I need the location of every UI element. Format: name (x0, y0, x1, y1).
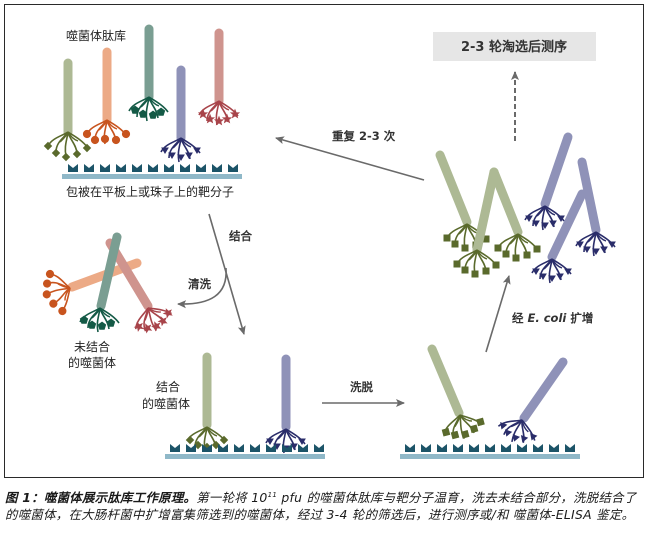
caption-body-part2: pfu 的噬菌体肽库与靶分子温育，洗去未结合部分，洗脱结合了的噬菌体，在大肠杆菌… (5, 490, 637, 523)
target-coated-label: 包被在平板上或珠子上的靶分子 (66, 184, 234, 199)
caption-title: 图 1：噬菌体展示肽库工作原理。 (5, 490, 197, 506)
phage-green-library (44, 58, 91, 161)
phage-rose-library (198, 28, 240, 126)
bound-label-line2: 的噬菌体 (142, 396, 190, 411)
target-plate-eluted (400, 444, 580, 459)
elution-label: 洗脱 (350, 380, 373, 394)
figure-caption: 图 1：噬菌体展示肽库工作原理。第一轮将 1011 pfu 的噬菌体肽库与靶分子… (5, 487, 645, 523)
repeat-arrow (275, 136, 425, 181)
repeat-label: 重复 2-3 次 (332, 129, 396, 143)
unbound-label-line1: 未结合 (74, 339, 110, 354)
wash-label: 清洗 (188, 277, 211, 291)
amplification-label: 经 E. coli 扩增 (512, 311, 593, 325)
amplified-phages (435, 132, 616, 284)
sequencing-box: 2-3 轮淘选后测序 (433, 32, 596, 61)
bound-label-line1: 结合 (156, 379, 180, 394)
sequencing-label: 2-3 轮淘选后测序 (461, 39, 567, 55)
binding-label: 结合 (228, 229, 252, 243)
target-plate-bound (165, 444, 325, 459)
wash-arrow (177, 267, 227, 309)
target-plate-top (62, 164, 242, 179)
phage-salmon-library (82, 47, 131, 145)
caption-body-part1: 第一轮将 10 (196, 490, 268, 506)
unbound-label-line2: 的噬菌体 (68, 355, 116, 370)
eluted-phages (427, 344, 568, 450)
library-label: 噬菌体肽库 (66, 28, 126, 43)
caption-superscript: 11 (267, 491, 278, 499)
phage-lavender-library (160, 65, 201, 163)
bound-phages (186, 352, 306, 454)
unbound-phages (39, 232, 177, 340)
phage-display-diagram: 噬菌体肽库 (39, 24, 616, 459)
amplification-arrow (485, 275, 511, 353)
phage-teal-library (128, 24, 169, 122)
